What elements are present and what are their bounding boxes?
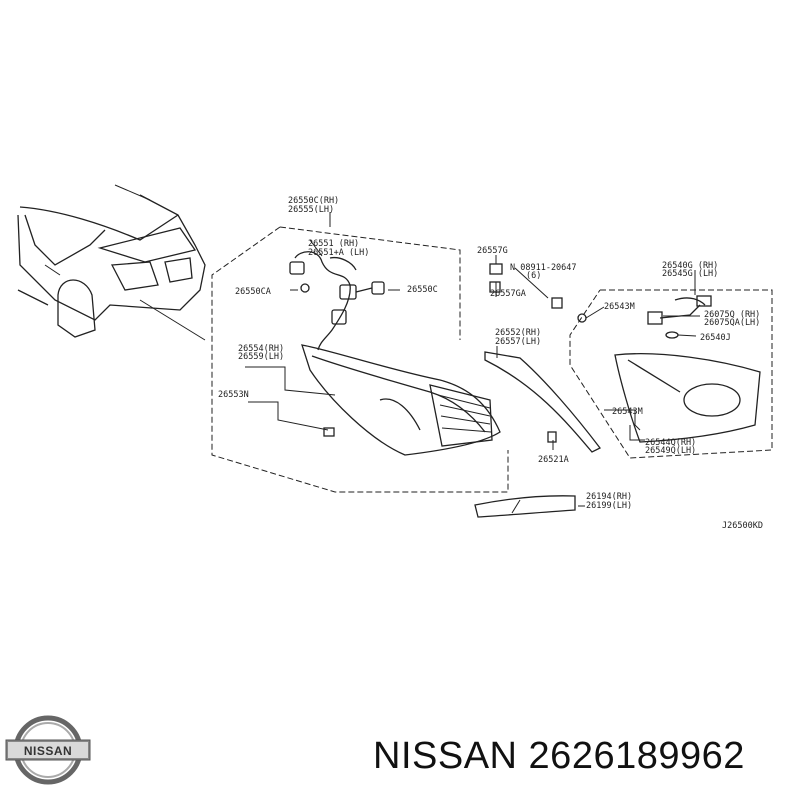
diagram-id: J26500KD: [722, 521, 763, 531]
part-labels: 26550C(RH) 26555(LH) 26551 (RH) 26551+A …: [218, 196, 763, 531]
label-26540G: 26540G (RH): [662, 261, 718, 271]
label-26552: 26552(RH): [495, 328, 541, 338]
reflector-part: [474, 495, 576, 518]
part-title: NISSAN 2626189962: [373, 735, 745, 778]
lamp-assembly-outline: [211, 212, 509, 493]
nissan-logo: NISSAN: [5, 715, 91, 785]
label-26550CA: 26550CA: [235, 287, 271, 297]
logo-wordmark: NISSAN: [24, 744, 72, 758]
rear-combination-lamp: [301, 344, 501, 456]
label-26544Q: 26544Q(RH): [645, 438, 696, 448]
part-number: 2626189962: [528, 735, 745, 777]
brand-name: NISSAN: [373, 735, 518, 777]
leader-lines: [245, 239, 700, 507]
label-26199: 26199(LH): [586, 501, 632, 511]
label-26551: 26551 (RH): [308, 239, 359, 249]
label-26521A: 26521A: [538, 455, 569, 465]
label-26557G: 26557G: [477, 246, 508, 256]
wiring-harness: [289, 251, 385, 351]
car-rear-illustration: [17, 184, 206, 341]
label-26075Q: 26075Q (RH): [704, 310, 760, 320]
label-26553N: 26553N: [218, 390, 249, 400]
label-26549Q: 26549Q(LH): [645, 446, 696, 456]
label-26559: 26559(LH): [238, 352, 284, 362]
label-26543M-bottom: 26543M: [612, 407, 643, 417]
label-26555: 26555(LH): [288, 205, 334, 215]
label-bolt: N 08911-20647: [510, 263, 577, 273]
label-26075QA: 26075QA(LH): [704, 318, 760, 328]
label-26554: 26554(RH): [238, 344, 284, 354]
label-26551a: 26551+A (LH): [308, 248, 369, 258]
label-26550C: 26550C: [407, 285, 438, 295]
label-26540J: 26540J: [700, 333, 731, 343]
label-26557GA: 26557GA: [490, 289, 526, 299]
label-26550: 26550C(RH): [288, 196, 339, 206]
label-26194: 26194(RH): [586, 492, 632, 502]
label-26557: 26557(LH): [495, 337, 541, 347]
label-26543M-top: 26543M: [604, 302, 635, 312]
fog-lamp-assembly: [569, 289, 773, 459]
label-bolt-qty: (6): [526, 271, 541, 281]
label-26545G: 26545G (LH): [662, 269, 718, 279]
